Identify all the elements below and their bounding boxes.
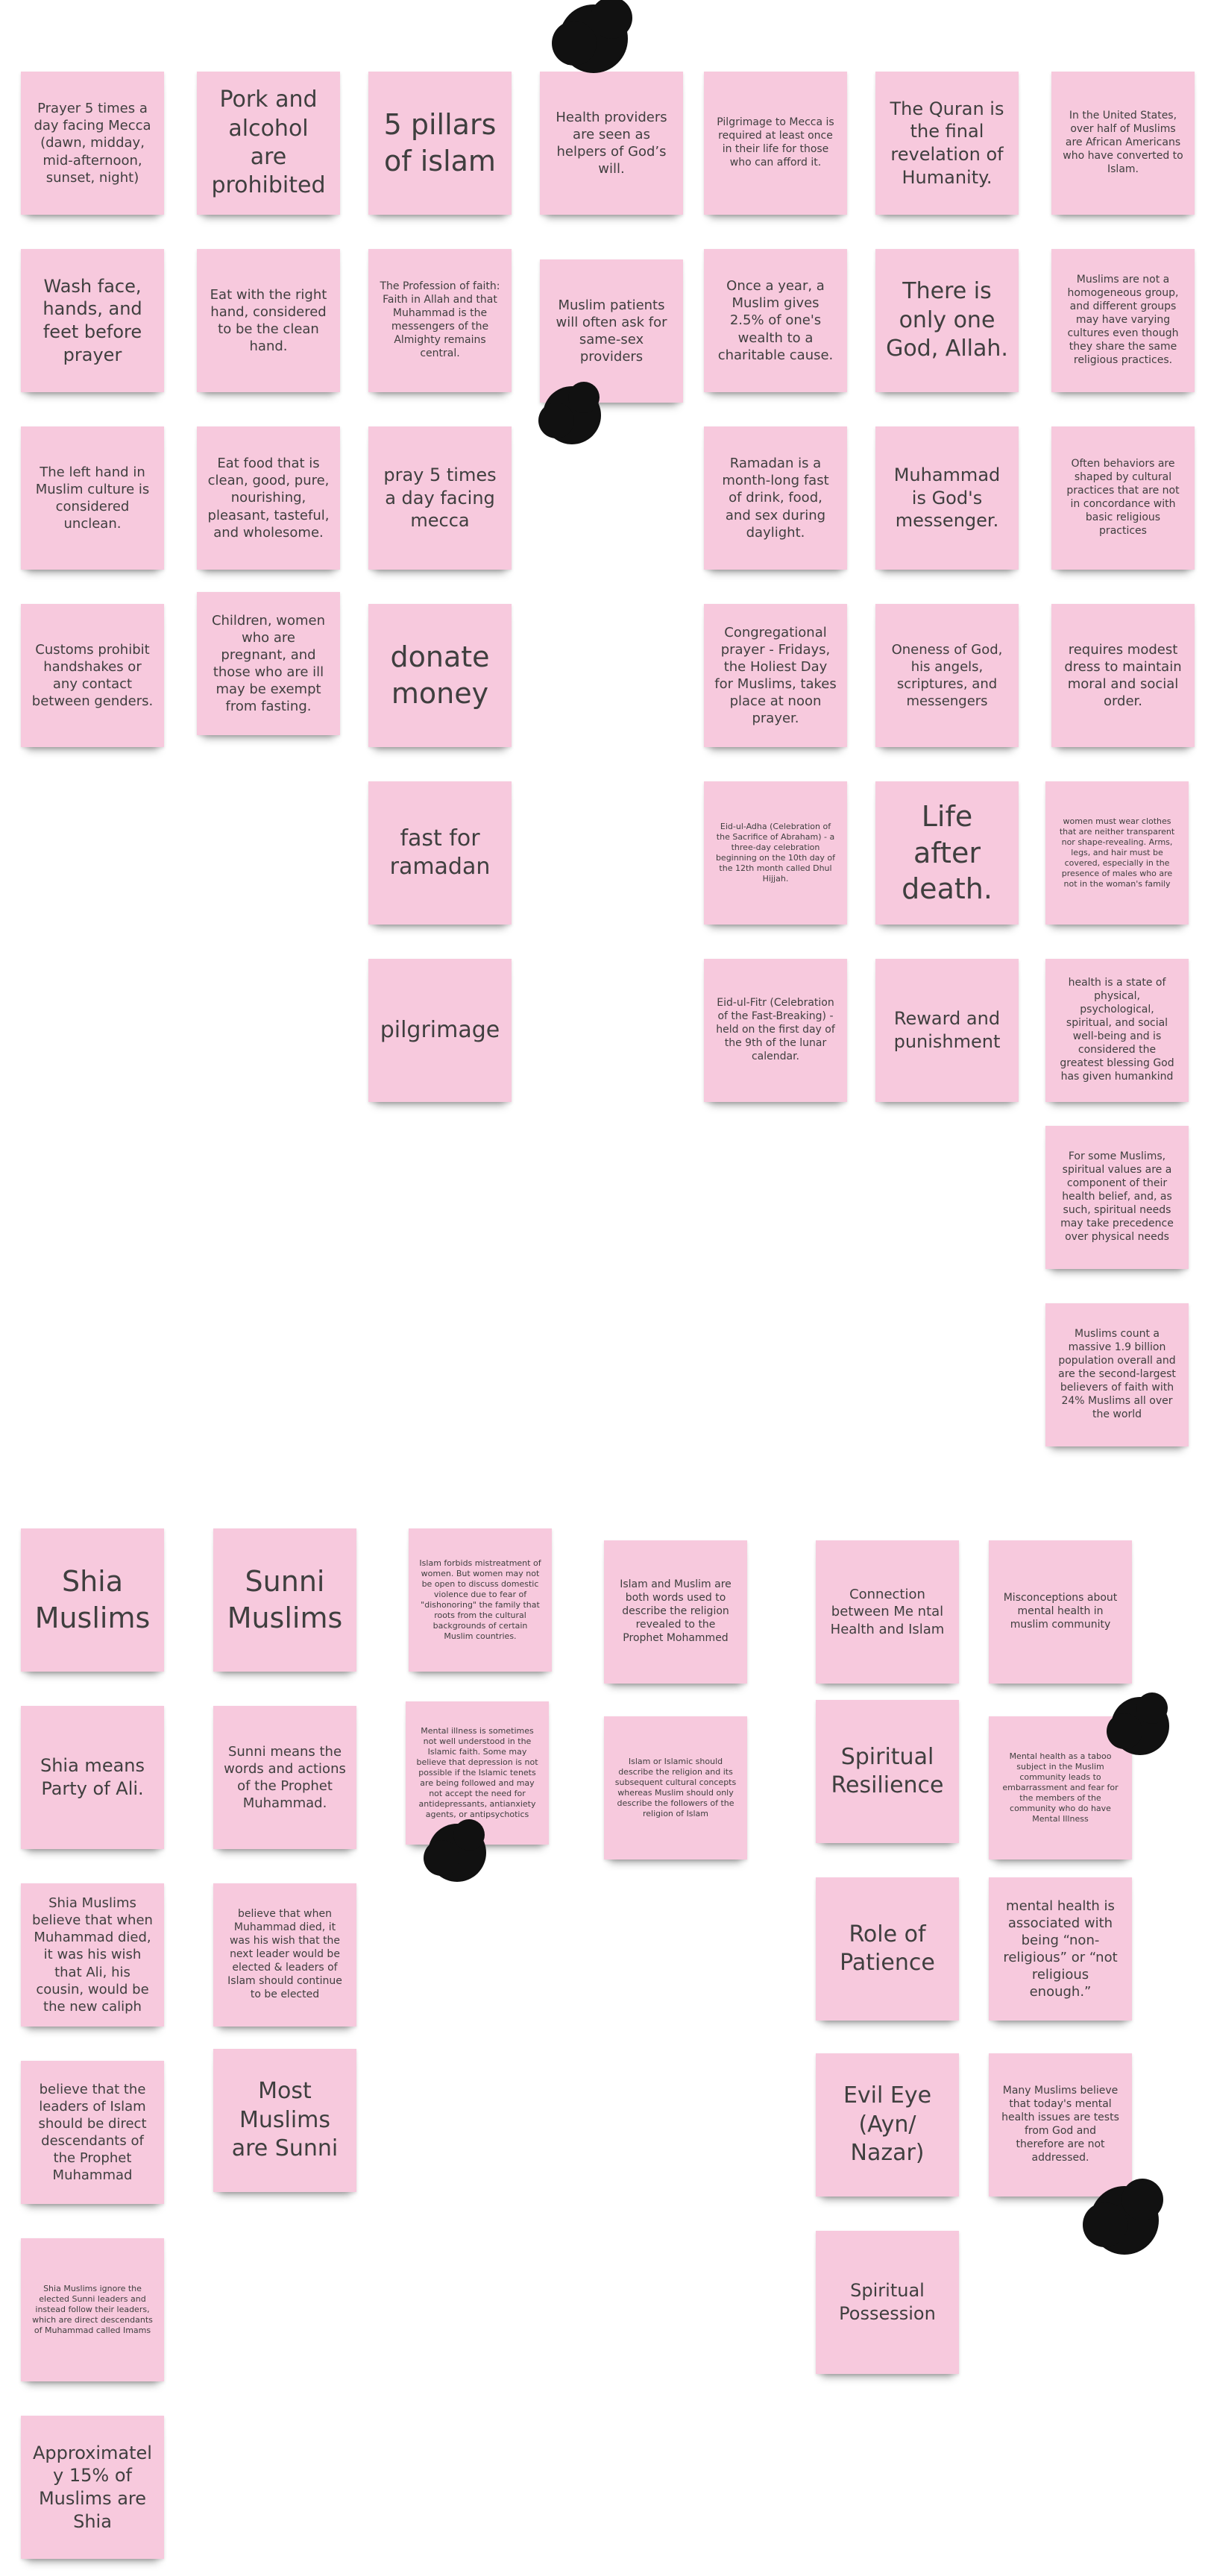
sticky-note[interactable]: Muslims are not a homogeneous group, and… (1051, 249, 1195, 392)
sticky-note[interactable]: pray 5 times a day facing mecca (368, 426, 512, 570)
sticky-note[interactable]: Prayer 5 times a day facing Mecca (dawn,… (21, 72, 164, 215)
ink-blot-decoration (538, 382, 600, 443)
sticky-note[interactable]: Islam or Islamic should describe the rel… (604, 1716, 747, 1859)
sticky-note[interactable]: Muslims count a massive 1.9 billion popu… (1045, 1303, 1189, 1446)
sticky-note[interactable]: mental health is associated with being “… (989, 1877, 1132, 2021)
sticky-note[interactable]: Sunni means the words and actions of the… (213, 1706, 356, 1849)
sticky-note[interactable]: Reward and punishment (875, 959, 1019, 1102)
sticky-note[interactable]: Shia Muslims (21, 1528, 164, 1672)
sticky-note[interactable]: Eid-ul-Adha (Celebration of the Sacrific… (704, 781, 847, 925)
sticky-note[interactable]: Shia Muslims ignore the elected Sunni le… (21, 2238, 164, 2381)
sticky-note[interactable]: Connection between Me ntal Health and Is… (816, 1540, 959, 1684)
sticky-note[interactable]: The left hand in Muslim culture is consi… (21, 426, 164, 570)
ink-blot-decoration (1107, 1692, 1168, 1754)
sticky-note[interactable]: Children, women who are pregnant, and th… (197, 592, 340, 735)
sticky-note[interactable]: Wash face, hands, and feet before prayer (21, 249, 164, 392)
sticky-note[interactable]: requires modest dress to maintain moral … (1051, 604, 1195, 747)
sticky-note[interactable]: Eat food that is clean, good, pure, nour… (197, 426, 340, 570)
sticky-note[interactable]: believe that the leaders of Islam should… (21, 2061, 164, 2204)
sticky-note[interactable]: Eat with the right hand, considered to b… (197, 249, 340, 392)
sticky-note[interactable]: Spiritual Resilience (816, 1700, 959, 1843)
sticky-note[interactable]: Oneness of God, his angels, scriptures, … (875, 604, 1019, 747)
sticky-note[interactable]: women must wear clothes that are neither… (1045, 781, 1189, 925)
sticky-note[interactable]: The Quran is the final revelation of Hum… (875, 72, 1019, 215)
ink-blot-decoration (552, 0, 632, 72)
sticky-note[interactable]: Customs prohibit handshakes or any conta… (21, 604, 164, 747)
ink-blot-decoration (424, 1819, 485, 1880)
sticky-note[interactable]: Muslim patients will often ask for same-… (540, 259, 683, 403)
sticky-note[interactable]: Congregational prayer - Fridays, the Hol… (704, 604, 847, 747)
sticky-note[interactable]: believe that when Muhammad died, it was … (213, 1883, 356, 2027)
sticky-note[interactable]: pilgrimage (368, 959, 512, 1102)
sticky-note[interactable]: Role of Patience (816, 1877, 959, 2021)
sticky-note[interactable]: The Profession of faith: Faith in Allah … (368, 249, 512, 392)
sticky-note[interactable]: fast for ramadan (368, 781, 512, 925)
sticky-note[interactable]: For some Muslims, spiritual values are a… (1045, 1126, 1189, 1269)
sticky-note[interactable]: Health providers are seen as helpers of … (540, 72, 683, 215)
sticky-note[interactable]: Often behaviors are shaped by cultural p… (1051, 426, 1195, 570)
ink-blot-decoration (1083, 2179, 1163, 2253)
sticky-note[interactable]: Life after death. (875, 781, 1019, 925)
sticky-note[interactable]: In the United States, over half of Musli… (1051, 72, 1195, 215)
sticky-note[interactable]: 5 pillars of islam (368, 72, 512, 215)
sticky-note[interactable]: Pilgrimage to Mecca is required at least… (704, 72, 847, 215)
sticky-note[interactable]: Ramadan is a month-long fast of drink, f… (704, 426, 847, 570)
sticky-note[interactable]: health is a state of physical, psycholog… (1045, 959, 1189, 1102)
sticky-note[interactable]: Shia Muslims believe that when Muhammad … (21, 1883, 164, 2027)
sticky-note[interactable]: Islam forbids mistreatment of women. But… (409, 1528, 552, 1672)
sticky-note[interactable]: Shia means Party of Ali. (21, 1706, 164, 1849)
sticky-note[interactable]: There is only one God, Allah. (875, 249, 1019, 392)
sticky-note[interactable]: Mental illness is sometimes not well und… (406, 1701, 549, 1845)
sticky-note[interactable]: Spiritual Possession (816, 2231, 959, 2374)
sticky-note[interactable]: donate money (368, 604, 512, 747)
sticky-note[interactable]: Islam and Muslim are both words used to … (604, 1540, 747, 1684)
sticky-note[interactable]: Approximately 15% of Muslims are Shia (21, 2416, 164, 2559)
sticky-note[interactable]: Misconceptions about mental health in mu… (989, 1540, 1132, 1684)
sticky-note[interactable]: Pork and alcohol are prohibited (197, 72, 340, 215)
sticky-note[interactable]: Most Muslims are Sunni (213, 2049, 356, 2192)
sticky-note[interactable]: Muhammad is God's messenger. (875, 426, 1019, 570)
sticky-note[interactable]: Sunni Muslims (213, 1528, 356, 1672)
sticky-note[interactable]: Once a year, a Muslim gives 2.5% of one'… (704, 249, 847, 392)
sticky-note[interactable]: Evil Eye (Ayn/ Nazar) (816, 2053, 959, 2196)
sticky-note[interactable]: Mental health as a taboo subject in the … (989, 1716, 1132, 1859)
sticky-note[interactable]: Eid-ul-Fitr (Celebration of the Fast-Bre… (704, 959, 847, 1102)
sticky-note[interactable]: Many Muslims believe that today's mental… (989, 2053, 1132, 2196)
